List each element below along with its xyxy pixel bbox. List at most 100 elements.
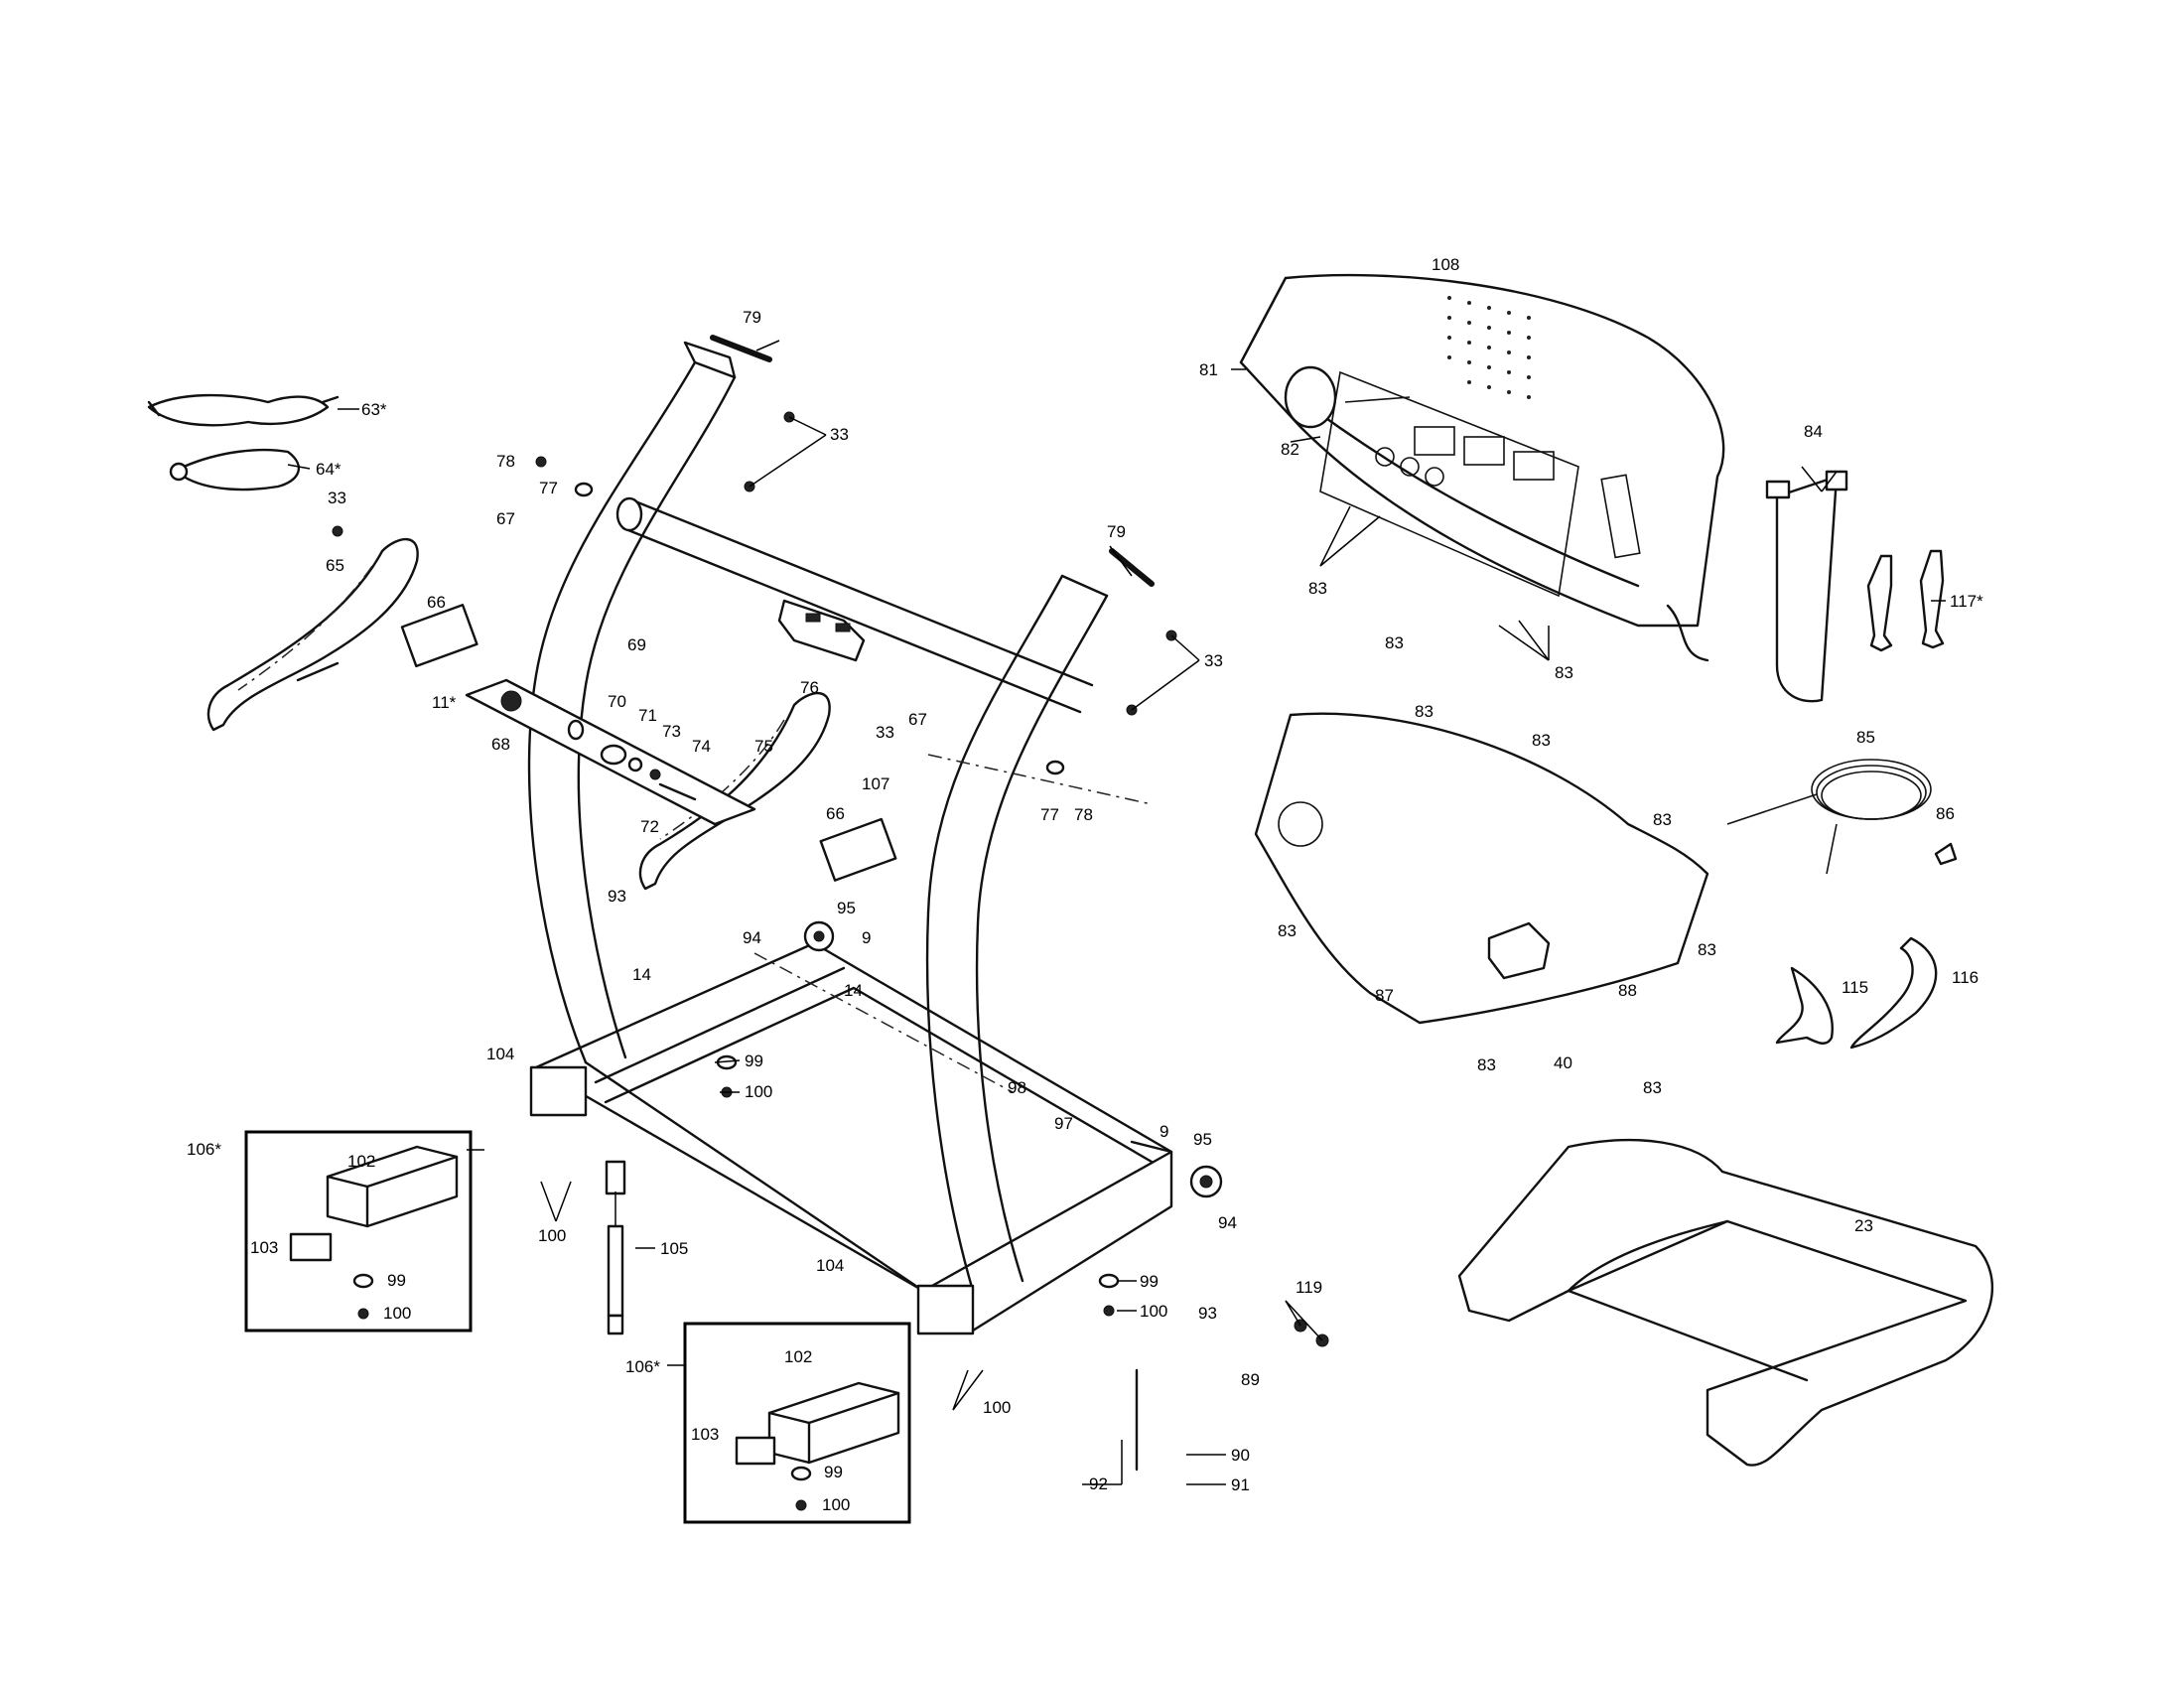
label-part-9: 9: [1160, 1122, 1168, 1141]
label-part-79: 79: [743, 308, 761, 327]
label-part-94: 94: [743, 928, 761, 947]
label-part-87: 87: [1375, 986, 1394, 1005]
speaker-grille: [1447, 296, 1531, 399]
label-part-90: 90: [1231, 1446, 1250, 1465]
label-part-40: 40: [1554, 1053, 1572, 1072]
label-part-83: 83: [1532, 731, 1551, 750]
label-part-83: 83: [1698, 940, 1716, 959]
motor-hood: [1254, 712, 1709, 1025]
label-part-66: 66: [826, 804, 845, 823]
label-part-33: 33: [1204, 651, 1223, 670]
label-part-119: 119: [1296, 1278, 1322, 1297]
label-part-64: 64*: [316, 460, 341, 479]
label-part-76: 76: [800, 678, 819, 697]
label-part-83: 83: [1643, 1078, 1662, 1097]
label-part-102: 102: [784, 1347, 812, 1366]
label-part-104: 104: [816, 1256, 844, 1275]
label-part-81: 81: [1199, 360, 1218, 379]
label-part-84: 84: [1804, 422, 1823, 441]
label-part-100: 100: [1140, 1302, 1167, 1321]
label-part-93: 93: [1198, 1304, 1217, 1323]
label-part-99: 99: [387, 1271, 406, 1290]
label-part-97: 97: [1054, 1114, 1073, 1133]
label-part-83: 83: [1278, 921, 1297, 940]
label-part-115: 115: [1842, 978, 1868, 997]
leader-lines: [287, 340, 1946, 1485]
label-part-103: 103: [691, 1425, 719, 1444]
label-part-77: 77: [539, 479, 558, 497]
label-part-33: 33: [830, 425, 849, 444]
label-part-98: 98: [1008, 1078, 1026, 1097]
label-part-100: 100: [822, 1495, 850, 1514]
upright-frame: [527, 341, 1173, 1335]
label-part-83: 83: [1653, 810, 1672, 829]
label-part-68: 68: [491, 735, 510, 754]
label-part-23: 23: [1854, 1216, 1873, 1235]
label-part-89: 89: [1241, 1370, 1260, 1389]
left-handlebar-assembly: [147, 393, 478, 732]
label-part-65: 65: [326, 556, 344, 575]
leg-extension-box-left: [244, 1130, 473, 1333]
label-part-14: 14: [844, 981, 863, 1000]
label-part-11: 11*: [432, 693, 457, 712]
label-part-86: 86: [1936, 804, 1955, 823]
label-part-92: 92: [1089, 1474, 1108, 1493]
label-part-108: 108: [1432, 255, 1459, 274]
label-part-82: 82: [1281, 440, 1299, 459]
console-assembly: [1239, 273, 1725, 662]
label-part-66: 66: [427, 593, 446, 612]
label-part-83: 83: [1555, 663, 1573, 682]
label-part-69: 69: [627, 635, 646, 654]
power-cord: [1726, 759, 1958, 875]
label-part-67: 67: [908, 710, 927, 729]
label-part-95: 95: [837, 899, 856, 917]
label-part-33: 33: [876, 723, 894, 742]
center-bracket: [777, 599, 866, 662]
label-part-83: 83: [1477, 1055, 1496, 1074]
label-part-99: 99: [824, 1463, 843, 1481]
label-part-75: 75: [754, 737, 773, 756]
pulse-plate-assembly: [465, 678, 756, 826]
label-part-104: 104: [486, 1045, 514, 1063]
label-part-72: 72: [640, 817, 659, 836]
label-part-99: 99: [745, 1052, 763, 1070]
label-part-100: 100: [383, 1304, 411, 1323]
leg-extension-box-right: [683, 1322, 911, 1524]
label-part-78: 78: [1074, 805, 1093, 824]
deck-cover: [1457, 1138, 1994, 1467]
label-part-106: 106*: [625, 1357, 660, 1376]
label-part-100: 100: [538, 1226, 566, 1245]
label-part-77: 77: [1040, 805, 1059, 824]
label-part-74: 74: [692, 737, 711, 756]
strap-115: [1775, 966, 1834, 1045]
label-part-107: 107: [862, 774, 889, 793]
label-part-100: 100: [983, 1398, 1011, 1417]
label-part-93: 93: [608, 887, 626, 906]
label-part-99: 99: [1140, 1272, 1159, 1291]
shock-absorber: [605, 1160, 626, 1335]
label-part-9: 9: [862, 928, 871, 947]
strap-116: [1849, 936, 1938, 1050]
label-part-14: 14: [632, 965, 651, 984]
label-part-117: 117*: [1950, 592, 1983, 611]
label-part-78: 78: [496, 452, 515, 471]
label-part-106: 106*: [187, 1140, 221, 1159]
label-part-116: 116: [1952, 968, 1979, 987]
label-part-71: 71: [638, 706, 657, 725]
label-part-100: 100: [745, 1082, 772, 1101]
accessory-parts: [1765, 470, 1945, 703]
label-part-94: 94: [1218, 1213, 1237, 1232]
label-part-85: 85: [1856, 728, 1875, 747]
label-part-102: 102: [347, 1152, 375, 1171]
label-part-83: 83: [1385, 633, 1404, 652]
label-part-88: 88: [1618, 981, 1637, 1000]
label-part-105: 105: [660, 1239, 688, 1258]
label-part-83: 83: [1308, 579, 1327, 598]
label-part-79: 79: [1107, 522, 1126, 541]
label-part-63: 63*: [361, 400, 387, 419]
label-part-70: 70: [608, 692, 626, 711]
part-number-labels: 63* 64* 33 65 66 79 33 78 77 67 69 11* 6…: [187, 255, 1983, 1514]
label-part-67: 67: [496, 509, 515, 528]
label-part-73: 73: [662, 722, 681, 741]
